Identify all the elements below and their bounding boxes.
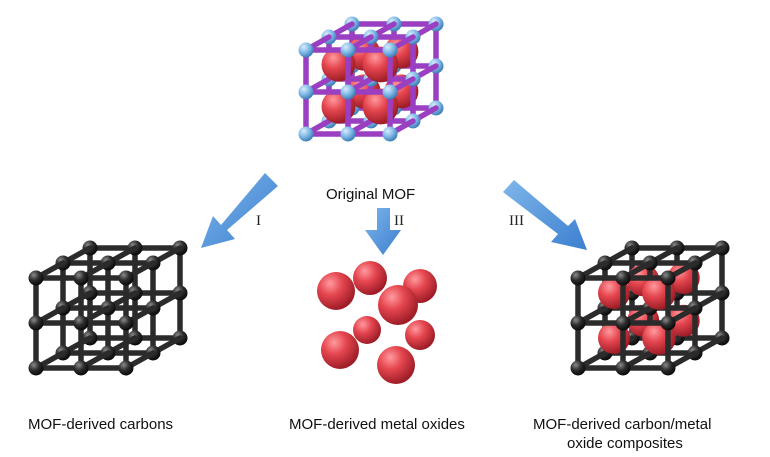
lattice-node [660,270,676,286]
lattice-node [118,315,134,331]
lattice-node [382,42,398,58]
label-composites-line-2: oxide composites [567,435,683,452]
lattice-node [28,360,44,376]
metal-oxide-sphere [405,320,435,350]
lattice-node [28,315,44,331]
lattice-node [73,360,89,376]
metal-oxide-sphere [378,285,418,325]
original-mof-lattice [298,16,444,142]
arrow-route-2 [365,208,401,255]
route-label-3: III [509,213,524,229]
lattice-node [118,360,134,376]
lattice-node [660,315,676,331]
arrow-route-2-shape [365,208,401,255]
lattice-node [570,270,586,286]
lattice-node [73,270,89,286]
lattice-node [340,126,356,142]
metal-oxide-sphere [667,262,700,294]
arrow-route-3 [503,180,587,250]
lattice-node [382,126,398,142]
lattice-node [118,270,134,286]
lattice-node [660,360,676,376]
lattice-node [340,84,356,100]
label-mof-derived-carbons: MOF-derived carbons [28,416,174,433]
lattice-node [615,360,631,376]
lattice-node [28,270,44,286]
lattice-node [298,42,314,58]
composite-lattice [570,240,730,376]
metal-oxide-sphere [377,346,415,384]
lattice-node [615,315,631,331]
metal-oxide-sphere [317,272,355,310]
lattice-node [298,84,314,100]
arrow-route-1 [201,173,278,248]
metal-oxide-sphere [353,316,381,344]
lattice-node [570,315,586,331]
lattice-node [73,315,89,331]
lattice-node [298,126,314,142]
carbon-framework-lattice [28,240,188,376]
lattice-node [340,42,356,58]
label-original-mof: Original MOF [326,186,416,203]
label-composites-line-1: MOF-derived carbon/metal [533,416,712,433]
metal-oxide-sphere [321,331,359,369]
lattice-node [615,270,631,286]
metal-oxide-spheres [317,261,437,384]
label-mof-derived-metal-oxides: MOF-derived metal oxides [289,416,465,433]
arrow-route-3-shape [503,180,587,250]
route-label-2: II [394,213,404,229]
arrow-route-1-shape [201,173,278,248]
metal-oxide-sphere [353,261,387,295]
lattice-node [382,84,398,100]
route-label-1: I [256,213,261,229]
lattice-node [570,360,586,376]
